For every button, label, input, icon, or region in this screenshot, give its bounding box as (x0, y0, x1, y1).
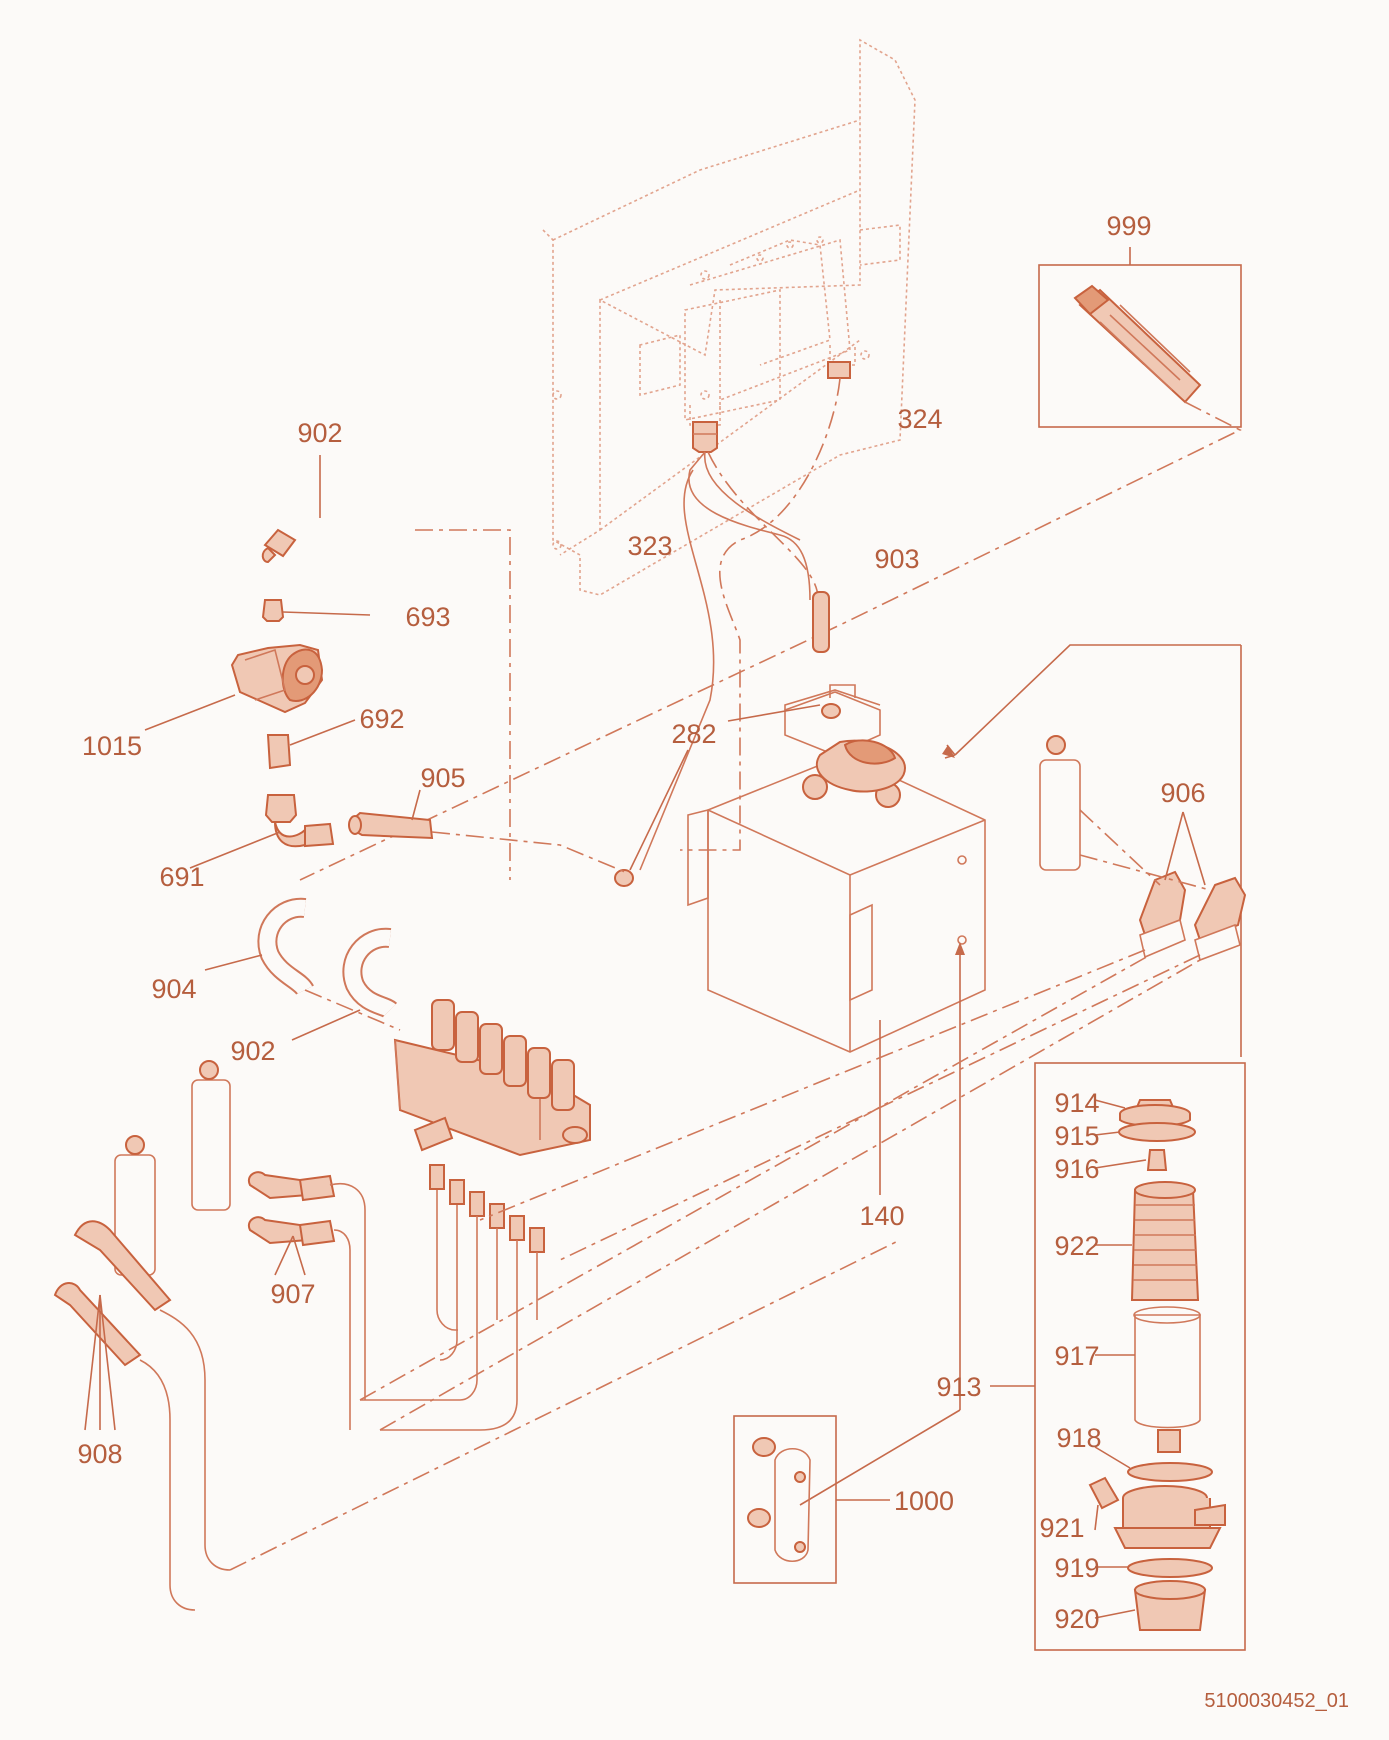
cylinder-906 (479, 735, 1247, 1261)
label-922: 922 (1054, 1231, 1099, 1261)
label-323: 323 (627, 531, 672, 561)
hose-902-lower (291, 927, 401, 1041)
label-913: 913 (936, 1372, 981, 1402)
label-908: 908 (77, 1439, 122, 1469)
mounting-frame (542, 38, 916, 596)
label-916: 916 (1054, 1154, 1099, 1184)
fitting-693 (261, 599, 371, 622)
seal-918 (1127, 1462, 1213, 1482)
label-914: 914 (1054, 1088, 1099, 1118)
cylinder-907 (191, 1060, 366, 1430)
label-140: 140 (859, 1201, 904, 1231)
part-1000-box (733, 1415, 890, 1584)
valve-block (360, 999, 591, 1431)
label-1015: 1015 (82, 731, 142, 761)
fitting-916 (1146, 1149, 1168, 1171)
label-1000: 1000 (894, 1486, 954, 1516)
label-324: 324 (897, 404, 942, 434)
hose-902-upper (261, 455, 511, 880)
label-902-upper: 902 (297, 418, 342, 448)
tank-leaders (799, 644, 1242, 1506)
cylinders-908 (53, 1135, 231, 1611)
seal-915 (1118, 1122, 1196, 1142)
label-921: 921 (1039, 1513, 1084, 1543)
part-913-box (990, 1062, 1246, 1651)
seal-919 (1127, 1558, 1213, 1578)
label-917: 917 (1054, 1341, 1099, 1371)
label-905: 905 (420, 763, 465, 793)
valve-spools (431, 999, 575, 1111)
part-999-box (299, 247, 1242, 881)
label-693: 693 (405, 602, 450, 632)
label-282: 282 (671, 719, 716, 749)
label-920: 920 (1054, 1604, 1099, 1634)
filter-bowl-917 (1133, 1306, 1201, 1453)
port-324 (827, 361, 851, 379)
filter-element-922 (1130, 1181, 1200, 1301)
filter-base-920 (1133, 1580, 1207, 1631)
elbow-691 (189, 794, 335, 869)
pipe-903 (812, 591, 830, 653)
label-691: 691 (159, 862, 204, 892)
hoses-from-ports (639, 377, 841, 871)
pump-1015 (144, 643, 324, 731)
part-labels: 999 324 323 903 902 693 692 1015 282 905… (77, 211, 1349, 1712)
fitting-921 (1088, 1476, 1120, 1510)
label-918: 918 (1056, 1423, 1101, 1453)
label-907: 907 (270, 1279, 315, 1309)
label-902-lower: 902 (230, 1036, 275, 1066)
label-906: 906 (1160, 778, 1205, 808)
filter-head (1113, 1485, 1226, 1549)
suction-strainer-999 (1073, 284, 1202, 404)
seals-282 (614, 703, 841, 887)
label-919: 919 (1054, 1553, 1099, 1583)
label-915: 915 (1054, 1121, 1099, 1151)
label-904: 904 (151, 974, 196, 1004)
valve-fittings (429, 1164, 545, 1253)
port-323 (692, 421, 718, 453)
tube-905 (348, 789, 626, 873)
label-903: 903 (874, 544, 919, 574)
hydraulic-tank-140 (687, 684, 986, 1053)
drawing-number: 5100030452_01 (1204, 1690, 1349, 1712)
hose-904 (204, 897, 314, 996)
label-999: 999 (1106, 211, 1151, 241)
fitting-692 (266, 719, 356, 770)
return-lines (229, 954, 1201, 1571)
label-692: 692 (359, 704, 404, 734)
